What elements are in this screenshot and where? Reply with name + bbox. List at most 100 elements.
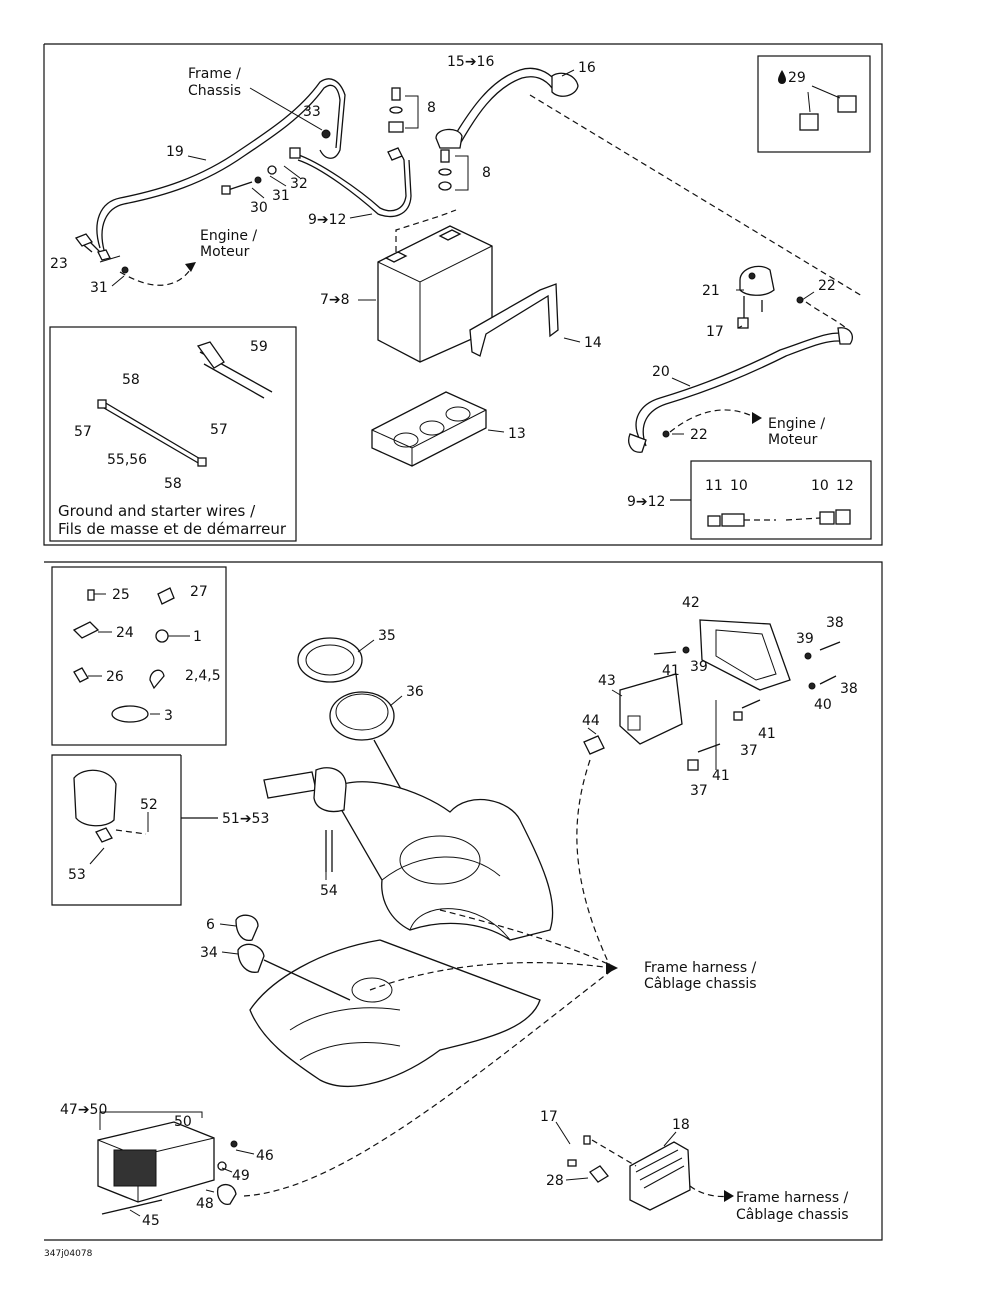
part-54: 54 bbox=[320, 883, 338, 899]
battery-cable-terminals bbox=[707, 509, 851, 527]
leader-lines bbox=[88, 69, 815, 1217]
part-50: 50 bbox=[174, 1114, 192, 1130]
footer-code: 347j04078 bbox=[44, 1249, 93, 1259]
part-38b: 38 bbox=[840, 681, 858, 697]
battery-strap-14 bbox=[469, 283, 559, 357]
part-51-53: 51➔53 bbox=[222, 811, 269, 827]
part-31b: 31 bbox=[90, 280, 108, 296]
nut-33 bbox=[321, 129, 331, 139]
part-55-56: 55,56 bbox=[107, 452, 147, 468]
part-27: 27 bbox=[190, 584, 208, 600]
part-13: 13 bbox=[508, 426, 526, 442]
voltage-regulator-47-50 bbox=[97, 1111, 238, 1215]
part-49: 49 bbox=[232, 1168, 250, 1184]
label-engine-1a: Engine / bbox=[200, 228, 257, 244]
headlight-bracket-42 bbox=[699, 619, 791, 691]
part-45: 45 bbox=[142, 1213, 160, 1229]
part-47-50: 47➔50 bbox=[60, 1102, 107, 1118]
part-17b: 17 bbox=[540, 1109, 558, 1125]
part-7-8: 7➔8 bbox=[320, 292, 350, 308]
part-39a: 39 bbox=[796, 631, 814, 647]
part-3: 3 bbox=[164, 708, 173, 724]
part-58b: 58 bbox=[164, 476, 182, 492]
part-57a: 57 bbox=[74, 424, 92, 440]
screws-38-41 bbox=[653, 641, 841, 771]
handlebar-switch bbox=[263, 767, 347, 872]
part-32: 32 bbox=[290, 176, 308, 192]
label-ground-box-1: Ground and starter wires / bbox=[58, 502, 256, 520]
part-20: 20 bbox=[652, 364, 670, 380]
label-frame-chassis-2: Chassis bbox=[188, 83, 241, 99]
part-37b: 37 bbox=[690, 783, 708, 799]
inset-box-29 bbox=[757, 55, 871, 153]
cover-36 bbox=[329, 691, 395, 741]
part-9-12a: 9➔12 bbox=[308, 212, 346, 228]
part-33: 33 bbox=[303, 104, 321, 120]
part-25: 25 bbox=[112, 587, 130, 603]
battery-7-8 bbox=[377, 209, 493, 363]
headlight-43 bbox=[619, 673, 683, 745]
washer-32 bbox=[267, 165, 277, 175]
inset-box-9-12 bbox=[690, 460, 872, 540]
label-frame-chassis-1: Frame / bbox=[188, 66, 241, 82]
part-41b: 41 bbox=[758, 726, 776, 742]
part-28: 28 bbox=[546, 1173, 564, 1189]
washer-22a bbox=[796, 296, 804, 304]
part-23: 23 bbox=[50, 256, 68, 272]
part-29: 29 bbox=[788, 70, 806, 86]
part-15-16: 15➔16 bbox=[447, 54, 494, 70]
part-8a: 8 bbox=[427, 100, 436, 116]
part-21: 21 bbox=[702, 283, 720, 299]
part-35: 35 bbox=[378, 628, 396, 644]
label-engine-1b: Moteur bbox=[200, 244, 250, 260]
bolt-30 bbox=[221, 181, 253, 195]
part-43: 43 bbox=[598, 673, 616, 689]
label-engine-2a: Engine / bbox=[768, 416, 825, 432]
inset-box-ground-wires bbox=[49, 326, 297, 542]
part-30: 30 bbox=[250, 200, 268, 216]
part-40: 40 bbox=[814, 697, 832, 713]
part-36: 36 bbox=[406, 684, 424, 700]
inset-box-51-53 bbox=[51, 754, 182, 906]
lock-washer-31a bbox=[254, 176, 262, 184]
part-1: 1 bbox=[193, 629, 202, 645]
front-body-upper bbox=[329, 781, 554, 941]
hardware-8-mid bbox=[438, 149, 469, 191]
part-9-12b: 9➔12 bbox=[627, 494, 665, 510]
part-57b: 57 bbox=[210, 422, 228, 438]
connector-29 bbox=[778, 70, 857, 131]
part-41a: 41 bbox=[662, 663, 680, 679]
part-41c: 41 bbox=[712, 768, 730, 784]
part-58a: 58 bbox=[122, 372, 140, 388]
inset-box-hardware bbox=[51, 566, 227, 746]
solenoid-21 bbox=[737, 265, 775, 329]
part-19: 19 bbox=[166, 144, 184, 160]
battery-tray-13 bbox=[371, 391, 487, 467]
part-22b: 22 bbox=[690, 427, 708, 443]
part-12: 12 bbox=[836, 478, 854, 494]
part-17a: 17 bbox=[706, 324, 724, 340]
crimp-tool-59 bbox=[196, 341, 273, 399]
washer-22b bbox=[662, 430, 670, 438]
part-34: 34 bbox=[200, 945, 218, 961]
starter-cable-15-16 bbox=[435, 67, 579, 149]
part-24: 24 bbox=[116, 625, 134, 641]
part-53: 53 bbox=[68, 867, 86, 883]
part-10a: 10 bbox=[730, 478, 748, 494]
callout-labels: Frame / Chassis Engine / Moteur Engine /… bbox=[44, 66, 849, 1259]
lock-washer-31b bbox=[121, 266, 129, 274]
hardware-8-top bbox=[388, 87, 419, 133]
part-22a: 22 bbox=[818, 278, 836, 294]
part-31a: 31 bbox=[272, 188, 290, 204]
part-38a: 38 bbox=[826, 615, 844, 631]
hardware-icons bbox=[72, 587, 175, 723]
bulb-44 bbox=[583, 735, 605, 755]
label-frame-harness-2a: Frame harness / bbox=[736, 1190, 849, 1206]
part-39b: 39 bbox=[690, 659, 708, 675]
part-48: 48 bbox=[196, 1196, 214, 1212]
part-numbers: 15➔16 16 8 8 33 19 32 31 30 9➔12 23 31 2… bbox=[50, 54, 858, 1229]
bottom-panel bbox=[44, 561, 883, 1241]
label-frame-harness-1a: Frame harness / bbox=[644, 960, 757, 976]
label-frame-harness-2b: Câblage chassis bbox=[736, 1207, 849, 1223]
